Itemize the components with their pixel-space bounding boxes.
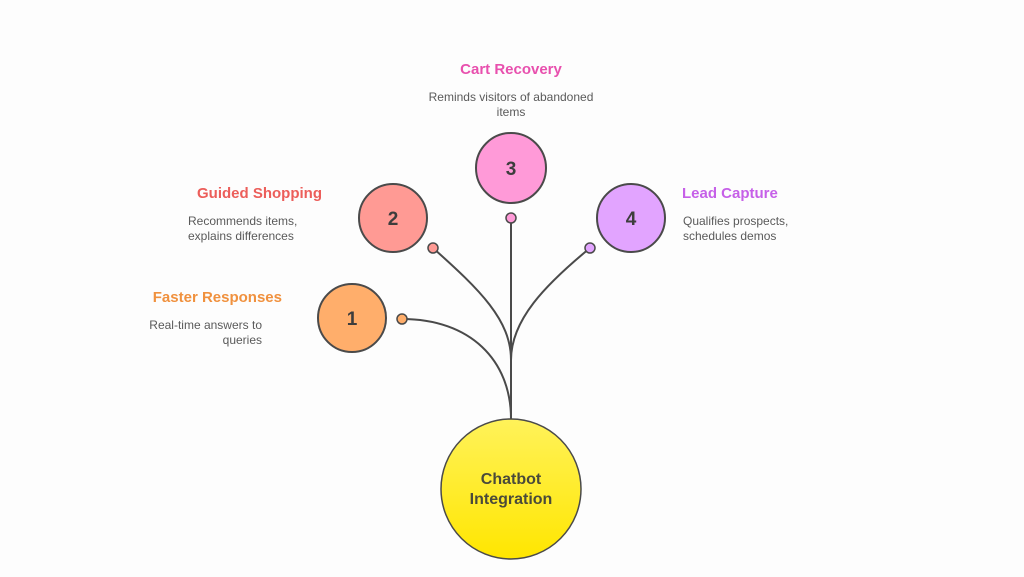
node-2: 2 [358,183,428,253]
item-title-cart-recovery: Cart Recovery [460,61,562,78]
node-number: 3 [506,159,517,180]
center-label-line2: Integration [470,491,553,508]
item-desc-cart-recovery: Reminds visitors of abandoned items [401,90,621,120]
item-desc-lead-capture: Qualifies prospects, schedules demos [683,214,843,244]
connector-dot-3 [505,212,517,224]
center-label-line1: Chatbot [481,471,542,488]
node-number: 4 [626,209,637,230]
desc-line: queries [222,333,262,347]
node-number: 1 [347,309,358,330]
connector-dot-2 [427,242,439,254]
desc-line: explains differences [188,229,294,243]
connector-4 [510,247,591,361]
connector-2 [432,247,512,361]
item-title-lead-capture: Lead Capture [682,185,778,202]
connector-1 [401,318,512,420]
connector-dot-1 [396,313,408,325]
node-4: 4 [596,183,666,253]
desc-line: items [496,105,526,119]
node-3: 3 [475,132,547,204]
node-1: 1 [317,283,387,353]
node-number: 2 [388,209,399,230]
desc-line: Real-time answers to [149,318,262,332]
connector-dot-4 [584,242,596,254]
item-title-faster-responses: Faster Responses [152,289,282,306]
item-desc-guided-shopping: Recommends items, explains differences [152,214,342,244]
desc-line: Recommends items, [188,214,298,228]
desc-line: Reminds visitors of abandoned [428,90,594,104]
center-node: Chatbot Integration [440,418,582,560]
desc-line: schedules demos [683,229,777,243]
item-desc-faster-responses: Real-time answers to queries [102,318,262,348]
desc-line: Qualifies prospects, [683,214,789,228]
item-title-guided-shopping: Guided Shopping [197,185,322,202]
